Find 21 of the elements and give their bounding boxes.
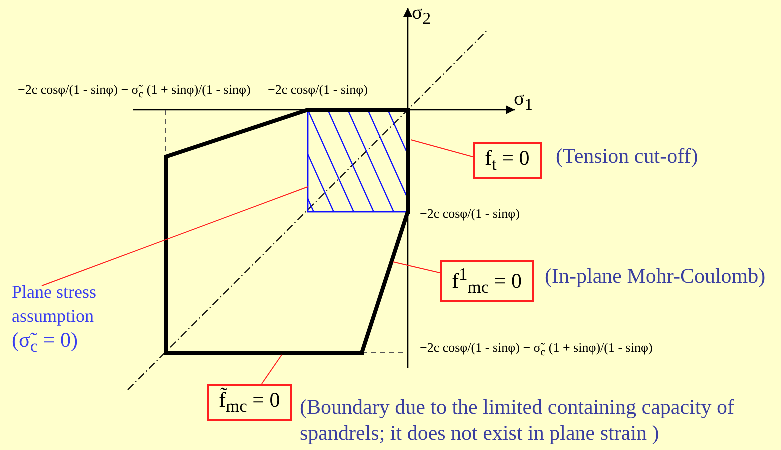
hatched-region [307, 109, 409, 213]
mohr-coulomb-line [360, 210, 410, 355]
leader-line [392, 262, 440, 274]
condition-box: f$_{t}$ = 0 [473, 142, 542, 180]
tick-label: −2c cosφ/(1 - sinφ) [420, 206, 520, 222]
tick-label: −2c cosφ/(1 - sinφ) − σ̃$_{c}$ (1 + sinφ)/(1 - sinφ) [420, 340, 653, 359]
condition-box: f̃$_{mc}$ = 0 [207, 384, 292, 422]
formula-text: (σ̃$_{c}$ = 0) [12, 328, 79, 358]
leader-line [262, 354, 282, 384]
leader-line [42, 186, 308, 286]
axis-label: σ$_{1}$ [514, 88, 534, 115]
tick-label: −2c cosφ/(1 - sinφ) − σ̃$_{c}$ (1 + sinφ)/(1 - sinφ) [18, 82, 251, 101]
condition-box: f$^{1}$$_{mc}$ = 0 [440, 260, 534, 302]
axis-label: σ$_{2}$ [412, 2, 432, 29]
note-text: (In-plane Mohr-Coulomb) [545, 263, 766, 289]
leader-line [410, 140, 474, 158]
tension-cutoff-line [406, 108, 410, 214]
annotation-text: Plane stress assumption [12, 281, 98, 328]
note-text: (Boundary due to the limited containing capacity of spandrels; it does not exist in plane strain ) [300, 394, 736, 446]
tick-label: −2c cosφ/(1 - sinφ) [268, 82, 368, 98]
note-text: (Tension cut-off) [556, 143, 698, 169]
